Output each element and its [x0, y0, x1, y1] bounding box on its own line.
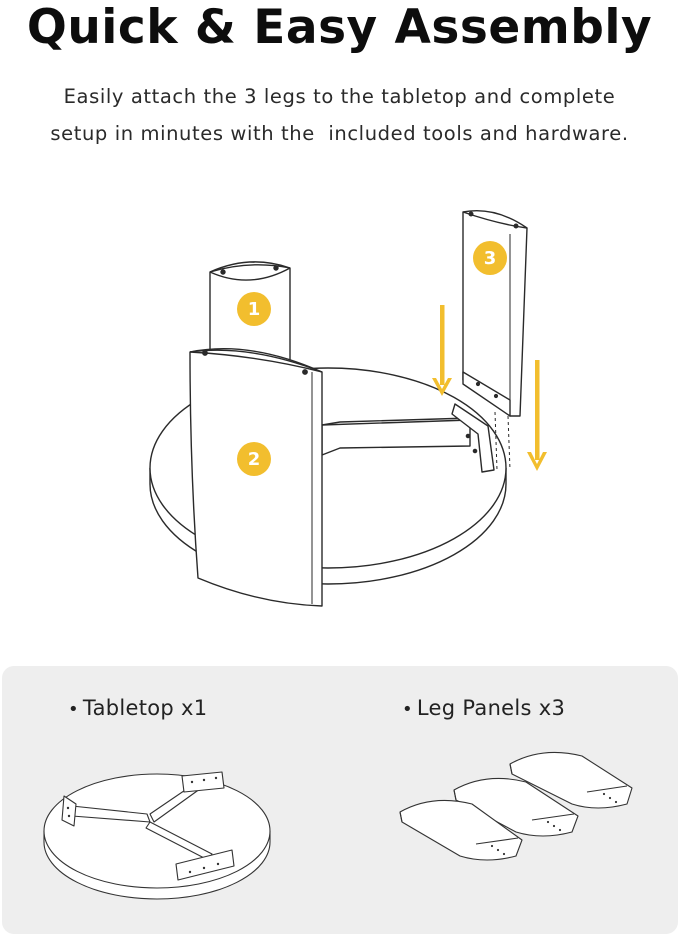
step-1-badge: 1	[237, 292, 271, 326]
leg-panel-2	[189, 348, 323, 607]
down-arrow-icon	[527, 360, 547, 471]
step-2-badge: 2	[237, 442, 271, 476]
bullet-icon: •	[402, 699, 413, 720]
step-2-number: 2	[248, 449, 261, 470]
legs-label-text: Leg Panels x3	[416, 696, 566, 720]
parts-panel: •Tabletop x1 •Leg Panels x3	[2, 666, 678, 934]
legs-label: •Leg Panels x3	[402, 696, 565, 720]
tabletop-part-illustration	[43, 771, 271, 900]
tabletop-label-text: Tabletop x1	[82, 696, 208, 720]
assembly-diagram: 1 2 3	[149, 210, 547, 607]
step-3-number: 3	[484, 248, 497, 269]
page-subtitle: Easily attach the 3 legs to the tabletop…	[0, 78, 679, 152]
tabletop-label: •Tabletop x1	[68, 696, 207, 720]
page-title: Quick & Easy Assembly	[26, 0, 653, 55]
bullet-icon: •	[68, 699, 79, 720]
step-3-badge: 3	[473, 241, 507, 275]
subtitle-line-2: setup in minutes with the included tools…	[50, 122, 629, 145]
step-1-number: 1	[248, 299, 261, 320]
subtitle-line-1: Easily attach the 3 legs to the tabletop…	[63, 85, 616, 108]
down-arrow-icon	[432, 305, 452, 396]
leg-panels-part-illustration	[399, 751, 633, 861]
leg-panel-3	[462, 210, 528, 417]
